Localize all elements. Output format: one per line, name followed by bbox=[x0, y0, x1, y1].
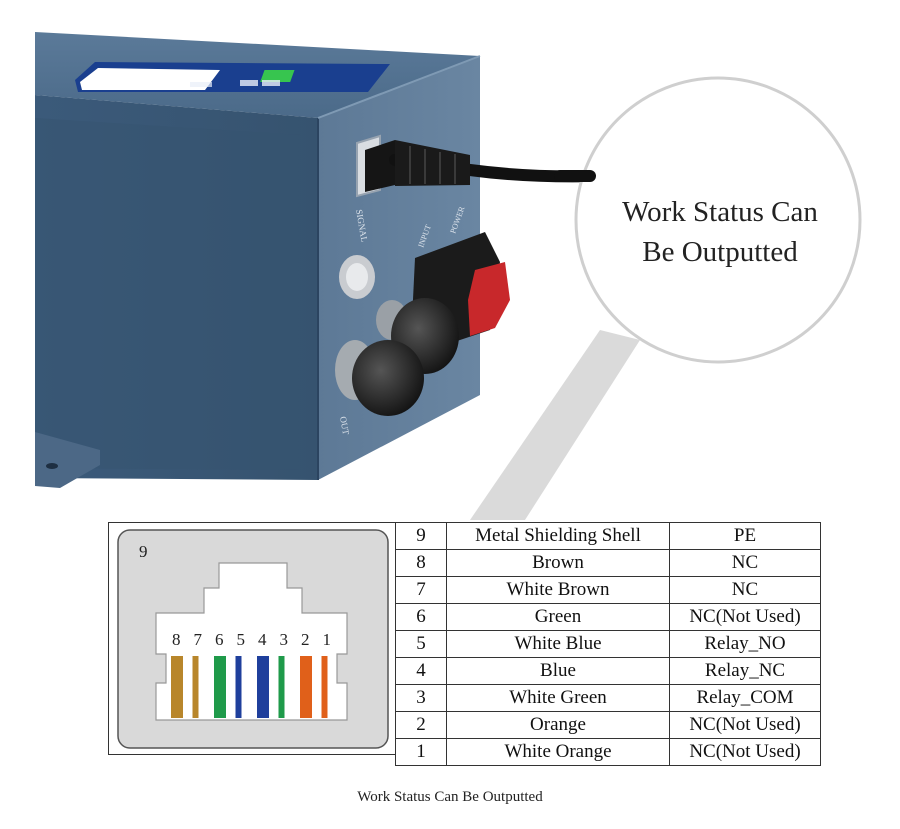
callout-text: Work Status Can Be Outputted bbox=[590, 192, 850, 272]
wire-color-cell: Orange bbox=[446, 711, 670, 739]
wire-pin bbox=[214, 656, 226, 718]
rocker-switch bbox=[468, 262, 510, 336]
device-illustration: SIGNAL INPUT POWER OUT bbox=[35, 32, 862, 520]
pin-number: 4 bbox=[258, 630, 267, 649]
pin-number-cell: 6 bbox=[395, 603, 447, 631]
wire-pin bbox=[171, 656, 183, 718]
wire-color-cell: Blue bbox=[446, 657, 670, 685]
pin-number: 1 bbox=[323, 630, 332, 649]
wire-pin bbox=[235, 656, 242, 718]
mounting-hole bbox=[46, 463, 58, 469]
function-cell: NC(Not Used) bbox=[669, 603, 821, 631]
callout-line-1: Work Status Can bbox=[622, 196, 818, 228]
mounting-foot bbox=[35, 432, 100, 488]
function-cell: NC bbox=[669, 549, 821, 577]
jack-outline bbox=[155, 562, 348, 721]
callout-pointer bbox=[470, 330, 640, 520]
callout-bubble bbox=[574, 76, 862, 364]
pin-number: 8 bbox=[172, 630, 181, 649]
pin-number: 3 bbox=[280, 630, 289, 649]
function-cell: NC(Not Used) bbox=[669, 738, 821, 766]
pin-number-cell: 9 bbox=[395, 522, 447, 550]
wire-color-cell: White Orange bbox=[446, 738, 670, 766]
wire-color-cell: Green bbox=[446, 603, 670, 631]
wire-color-cell: Brown bbox=[446, 549, 670, 577]
pin-number-cell: 1 bbox=[395, 738, 447, 766]
pin-number: 2 bbox=[301, 630, 310, 649]
function-cell: NC(Not Used) bbox=[669, 711, 821, 739]
function-cell: Relay_NC bbox=[669, 657, 821, 685]
out-label: OUT bbox=[338, 416, 351, 436]
pin-number: 6 bbox=[215, 630, 224, 649]
wire-pin bbox=[321, 656, 328, 718]
wire-color-cell: White Brown bbox=[446, 576, 670, 604]
pin-number-cell: 8 bbox=[395, 549, 447, 577]
led-display bbox=[260, 70, 295, 82]
pin-number-cell: 7 bbox=[395, 576, 447, 604]
rj45-plug bbox=[365, 140, 395, 192]
function-cell: PE bbox=[669, 522, 821, 550]
function-cell: Relay_NO bbox=[669, 630, 821, 658]
function-cell: NC bbox=[669, 576, 821, 604]
caption: Work Status Can Be Outputted bbox=[357, 789, 543, 805]
pin-number-cell: 4 bbox=[395, 657, 447, 685]
wire-pin bbox=[257, 656, 269, 718]
pin-number-cell: 2 bbox=[395, 711, 447, 739]
pin-number: 7 bbox=[194, 630, 203, 649]
callout-line-2: Be Outputted bbox=[642, 236, 798, 268]
wire-color-cell: Metal Shielding Shell bbox=[446, 522, 670, 550]
pin-number-cell: 5 bbox=[395, 630, 447, 658]
output-connector bbox=[352, 340, 424, 416]
pin-number: 5 bbox=[237, 630, 246, 649]
wire-color-cell: White Green bbox=[446, 684, 670, 712]
shield-pin-label: 9 bbox=[139, 542, 148, 561]
wire-color-cell: White Blue bbox=[446, 630, 670, 658]
pin-number-cell: 3 bbox=[395, 684, 447, 712]
wire-pin bbox=[300, 656, 312, 718]
wire-pin bbox=[278, 656, 285, 718]
function-cell: Relay_COM bbox=[669, 684, 821, 712]
wire-pin bbox=[192, 656, 199, 718]
